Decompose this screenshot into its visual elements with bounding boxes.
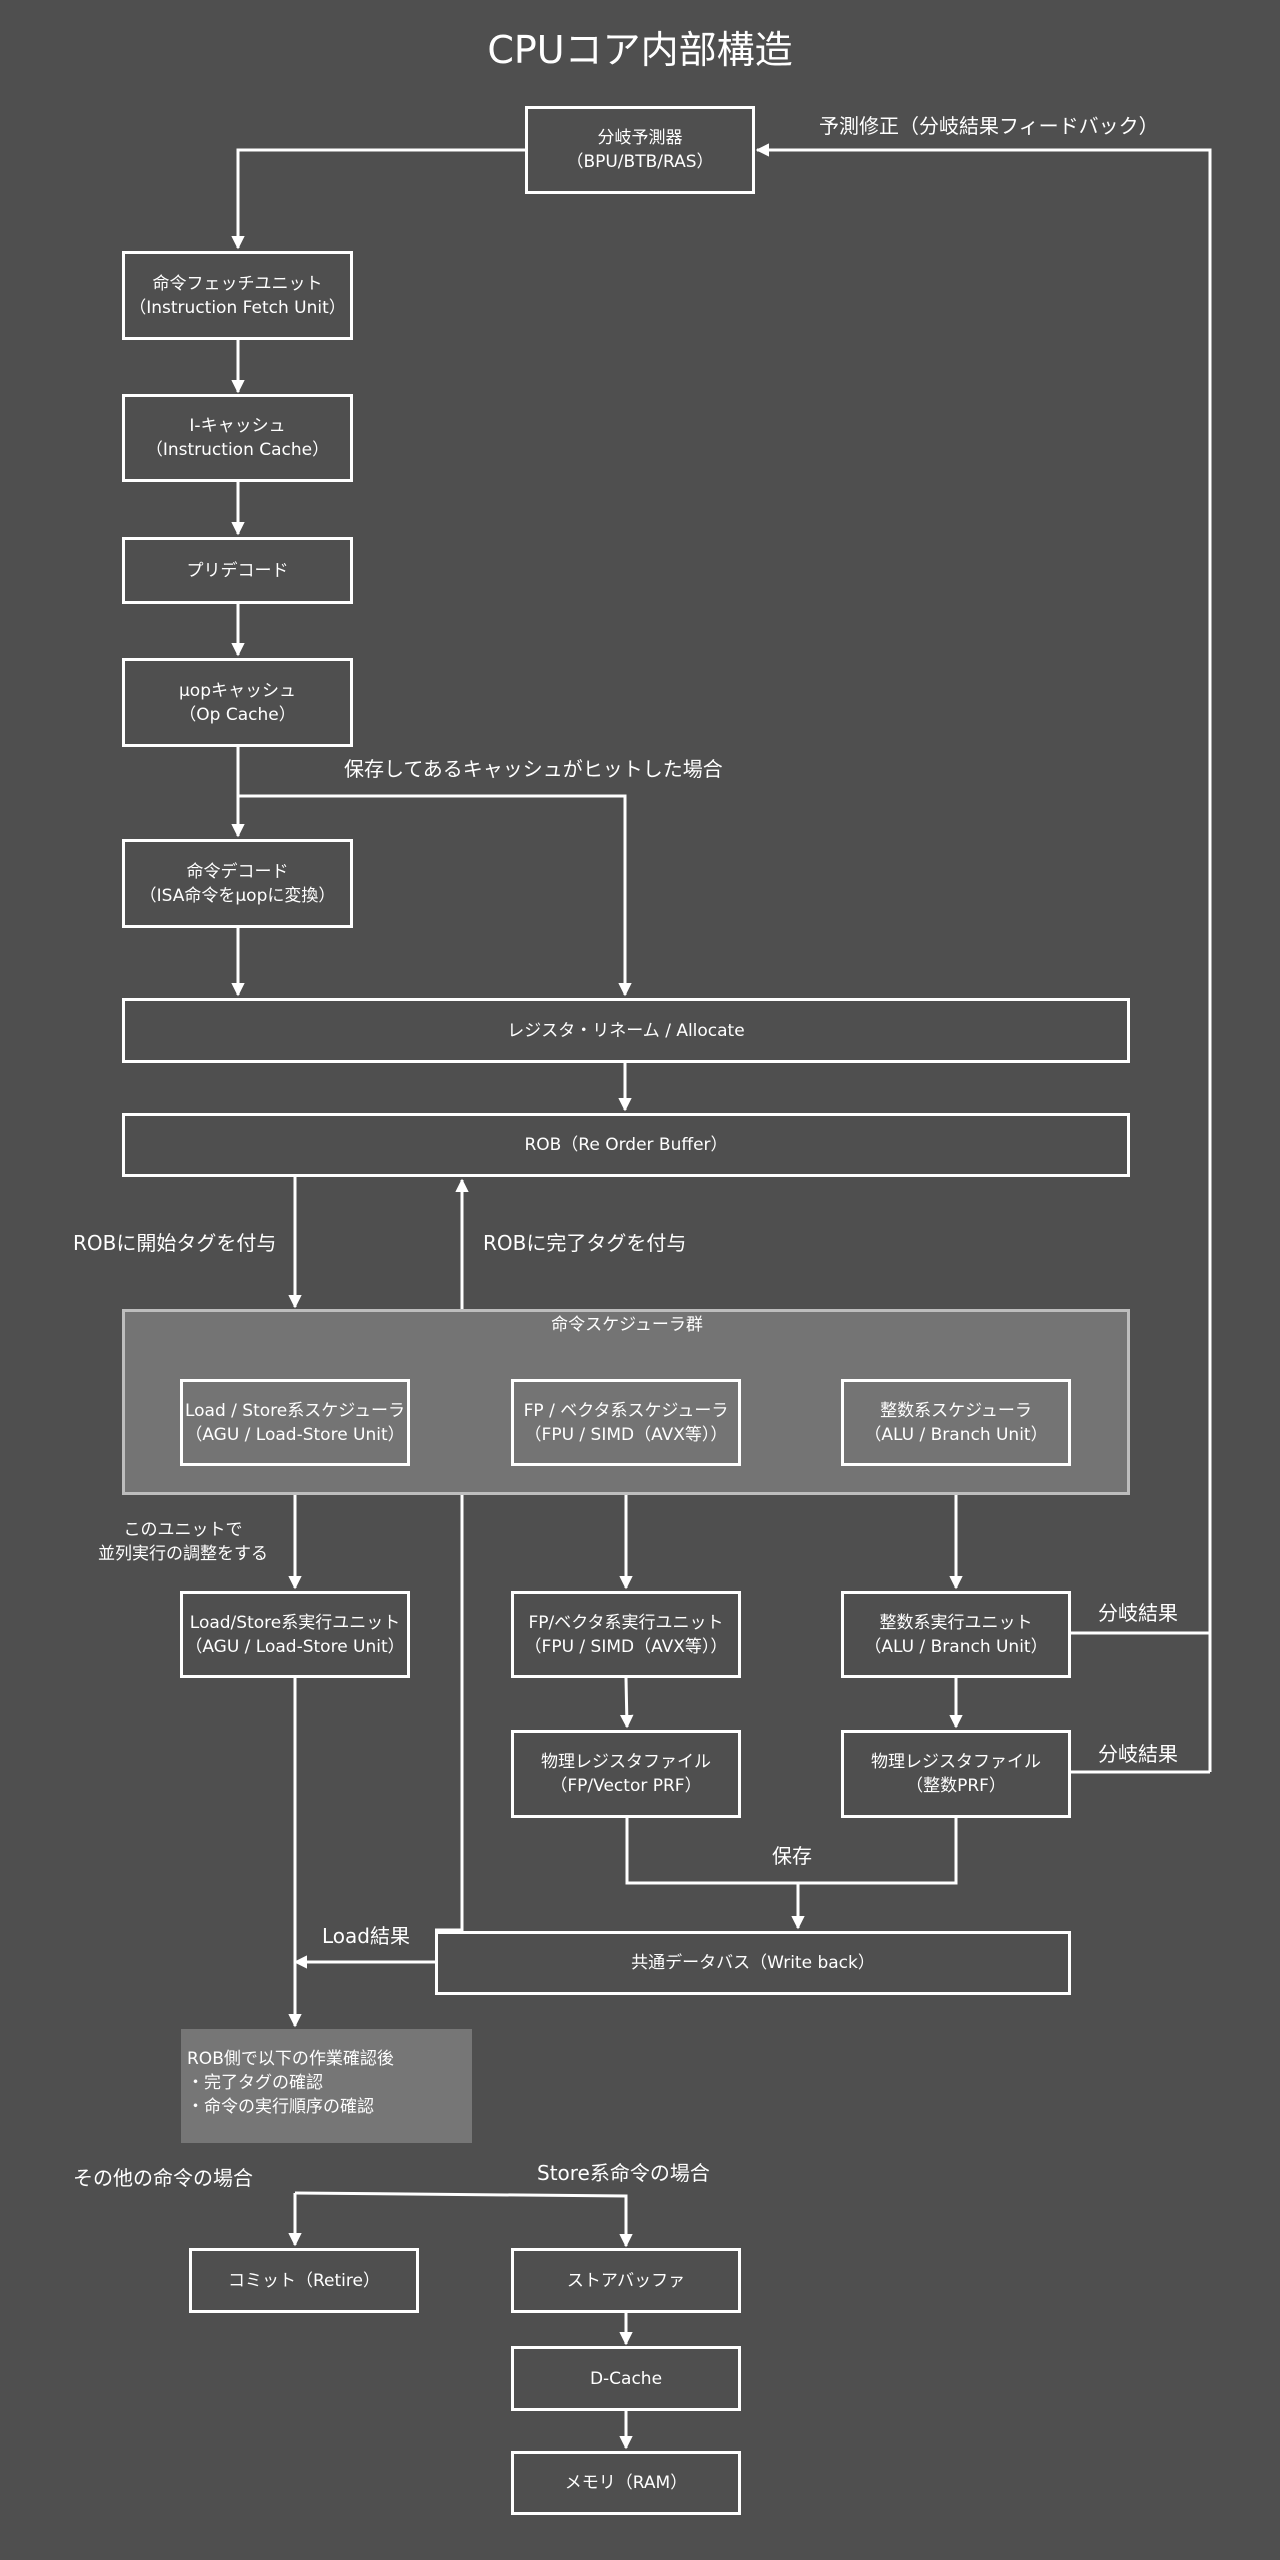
decode-name: 命令デコード [186, 861, 289, 882]
fetch-unit-name: 命令フェッチユニット [152, 273, 323, 294]
rob-box: ROB（Re Order Buffer） [122, 1113, 1130, 1177]
commit-name: コミット（Retire） [228, 2270, 380, 2291]
int-scheduler-box: 整数系スケジューラ （ALU / Branch Unit） [841, 1379, 1071, 1466]
store-buffer-name: ストアバッファ [566, 2270, 686, 2291]
fp-prf-detail: （FP/Vector PRF） [550, 1776, 702, 1796]
arrow-cache-hit-bypass [238, 794, 632, 997]
predecode-name: プリデコード [186, 560, 289, 581]
line-prf-merge [625, 1818, 958, 1885]
fetch-unit-box: 命令フェッチユニット （Instruction Fetch Unit） [122, 251, 353, 340]
decode-box: 命令デコード （ISA命令をµopに変換） [122, 839, 353, 928]
int-exec-box: 整数系実行ユニット （ALU / Branch Unit） [841, 1591, 1071, 1678]
decode-detail: （ISA命令をµopに変換） [139, 885, 336, 906]
int-prf-box: 物理レジスタファイル （整数PRF） [841, 1730, 1071, 1818]
commit-box: コミット（Retire） [189, 2248, 419, 2313]
fp-scheduler-name: FP / ベクタ系スケジューラ [523, 1400, 729, 1421]
dcache-name: D-Cache [589, 2368, 663, 2389]
icache-detail: （Instruction Cache） [145, 440, 330, 460]
page-title: CPUコア内部構造 [487, 28, 793, 72]
int-prf-detail: （整数PRF） [906, 1776, 1006, 1796]
ls-exec-detail: （AGU / Load-Store Unit） [185, 1636, 405, 1657]
predecode-box: プリデコード [122, 537, 353, 604]
arrow-fp-exec-to-prf [620, 1677, 634, 1729]
branch-predictor-detail: （BPU/BTB/RAS） [566, 152, 714, 172]
scheduler-group-title: 命令スケジューラ群 [551, 1315, 703, 1335]
arrow-to-store-buffer [294, 2191, 633, 2248]
fp-exec-name: FP/ベクタ系実行ユニット [528, 1612, 724, 1633]
uop-cache-name: µopキャッシュ [178, 680, 296, 701]
branch-predictor-box: 分岐予測器 （BPU/BTB/RAS） [525, 106, 755, 194]
cache-hit-label: 保存してあるキャッシュがヒットした場合 [344, 757, 723, 781]
icache-box: I-キャッシュ （Instruction Cache） [122, 394, 353, 482]
store-buffer-box: ストアバッファ [511, 2248, 741, 2313]
parallel-adjust-line-1: このユニットで [123, 1520, 243, 1540]
rob-start-tag-label: ROBに開始タグを付与 [73, 1231, 277, 1255]
note-line-2: ・完了タグの確認 [187, 2073, 323, 2093]
rename-box: レジスタ・リネーム / Allocate [122, 998, 1130, 1063]
int-exec-name: 整数系実行ユニット [879, 1612, 1033, 1633]
other-case-label: その他の命令の場合 [73, 2166, 253, 2190]
ls-scheduler-detail: （AGU / Load-Store Unit） [185, 1424, 405, 1445]
parallel-adjust-line-2: 並列実行の調整をする [98, 1544, 268, 1564]
int-scheduler-detail: （ALU / Branch Unit） [864, 1424, 1048, 1445]
note-line-3: ・命令の実行順序の確認 [187, 2097, 374, 2117]
uop-cache-detail: （Op Cache） [179, 704, 296, 725]
fp-exec-box: FP/ベクタ系実行ユニット （FPU / SIMD（AVX等）） [511, 1591, 741, 1678]
write-back-bus-box: 共通データバス（Write back） [435, 1931, 1071, 1995]
dcache-box: D-Cache [511, 2346, 741, 2411]
icache-name: I-キャッシュ [189, 416, 286, 436]
int-exec-detail: （ALU / Branch Unit） [864, 1636, 1048, 1657]
feedback-label: 予測修正（分岐結果フィードバック） [819, 114, 1159, 138]
int-scheduler-name: 整数系スケジューラ [880, 1400, 1032, 1421]
store-case-label: Store系命令の場合 [537, 2161, 710, 2185]
branch-predictor-name: 分岐予測器 [597, 128, 683, 148]
write-back-bus-name: 共通データバス（Write back） [631, 1953, 875, 1973]
memory-name: メモリ（RAM） [564, 2473, 688, 2493]
fp-exec-detail: （FPU / SIMD（AVX等）） [524, 1636, 728, 1657]
retire-conditions-note: ROB側で以下の作業確認後 ・完了タグの確認 ・命令の実行順序の確認 [181, 2029, 472, 2143]
fp-scheduler-detail: （FPU / SIMD（AVX等）） [524, 1424, 728, 1445]
parallel-adjust-label: このユニットで 並列実行の調整をする [70, 1518, 296, 1566]
fetch-unit-detail: （Instruction Fetch Unit） [129, 297, 346, 318]
ls-scheduler-box: Load / Store系スケジューラ （AGU / Load-Store Un… [180, 1379, 410, 1466]
uop-cache-box: µopキャッシュ （Op Cache） [122, 658, 353, 747]
rob-done-tag-label: ROBに完了タグを付与 [483, 1231, 687, 1255]
ls-exec-box: Load/Store系実行ユニット （AGU / Load-Store Unit… [180, 1591, 410, 1678]
note-line-1: ROB側で以下の作業確認後 [187, 2049, 394, 2069]
load-result-label: Load結果 [322, 1924, 410, 1948]
branch-result-label-1: 分岐結果 [1098, 1601, 1178, 1625]
ls-exec-name: Load/Store系実行ユニット [189, 1612, 401, 1633]
rename-name: レジスタ・リネーム / Allocate [507, 1020, 745, 1041]
arrow-bpu-to-fetch [231, 148, 525, 250]
arrow-feedback-loop [755, 143, 1212, 1772]
ls-scheduler-name: Load / Store系スケジューラ [184, 1400, 406, 1421]
branch-result-label-2: 分岐結果 [1098, 1742, 1178, 1766]
save-label: 保存 [772, 1844, 812, 1868]
fp-prf-box: 物理レジスタファイル （FP/Vector PRF） [511, 1730, 741, 1818]
rob-name: ROB（Re Order Buffer） [524, 1135, 728, 1155]
memory-box: メモリ（RAM） [511, 2451, 741, 2515]
fp-scheduler-box: FP / ベクタ系スケジューラ （FPU / SIMD（AVX等）） [511, 1379, 741, 1466]
fp-prf-name: 物理レジスタファイル [541, 1752, 711, 1772]
arrow-writeback-to-rob [435, 1178, 469, 1932]
int-prf-name: 物理レジスタファイル [871, 1752, 1041, 1772]
